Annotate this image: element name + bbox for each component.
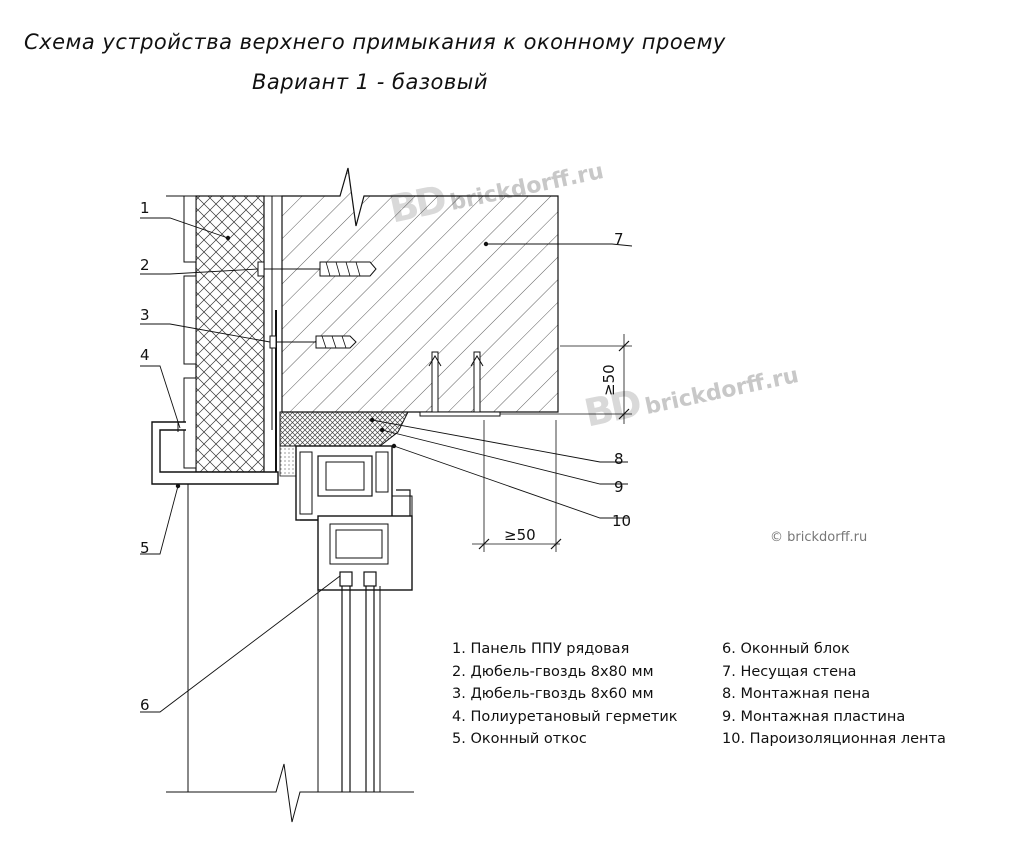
dimension-vertical-label: ≥50	[600, 364, 618, 396]
dimension-horizontal-label: ≥50	[504, 526, 536, 544]
dimension-vertical	[500, 334, 632, 424]
legend-item: 8. Монтажная пена	[722, 686, 871, 702]
diagram-title: Схема устройства верхнего примыкания к о…	[24, 30, 726, 54]
legend-item: 3. Дюбель-гвоздь 8х60 мм	[452, 686, 654, 702]
legend-item: 5. Оконный откос	[452, 731, 587, 747]
callout-4: 4	[140, 346, 150, 364]
diagram-subtitle: Вариант 1 - базовый	[252, 70, 488, 94]
callout-3: 3	[140, 306, 150, 324]
callout-6: 6	[140, 696, 150, 714]
callout-9: 9	[614, 478, 624, 496]
callout-5: 5	[140, 539, 150, 557]
leader-lines	[140, 217, 633, 713]
load-bearing-wall	[281, 167, 559, 413]
callout-1: 1	[140, 199, 150, 217]
legend-right: 6. Оконный блок 7. Несущая стена 8. Монт…	[722, 638, 946, 751]
legend-item: 6. Оконный блок	[722, 641, 850, 657]
callout-2: 2	[140, 256, 150, 274]
leader-dots	[175, 235, 489, 489]
dowel-8x80	[257, 261, 377, 277]
legend-item: 4. Полиуретановый герметик	[452, 708, 678, 725]
dimension-horizontal	[472, 420, 562, 552]
legend-item: 9. Монтажная пластина	[722, 708, 906, 725]
dowel-8x60	[269, 335, 357, 349]
copyright-notice: © brickdorff.ru	[770, 530, 868, 545]
callout-8: 8	[614, 450, 624, 468]
legend-item: 7. Несущая стена	[722, 663, 857, 680]
callout-7: 7	[614, 230, 624, 248]
legend-item: 2. Дюбель-гвоздь 8х80 мм	[452, 663, 654, 680]
legend-left: 1. Панель ППУ рядовая 2. Дюбель-гвоздь 8…	[452, 638, 678, 751]
callout-10: 10	[612, 512, 631, 530]
window-block	[295, 445, 413, 792]
legend-item: 10. Пароизоляционная лента	[722, 731, 946, 747]
break-line-bottom	[166, 484, 414, 823]
legend-item: 1. Панель ППУ рядовая	[452, 641, 630, 657]
window-slope	[151, 421, 279, 485]
